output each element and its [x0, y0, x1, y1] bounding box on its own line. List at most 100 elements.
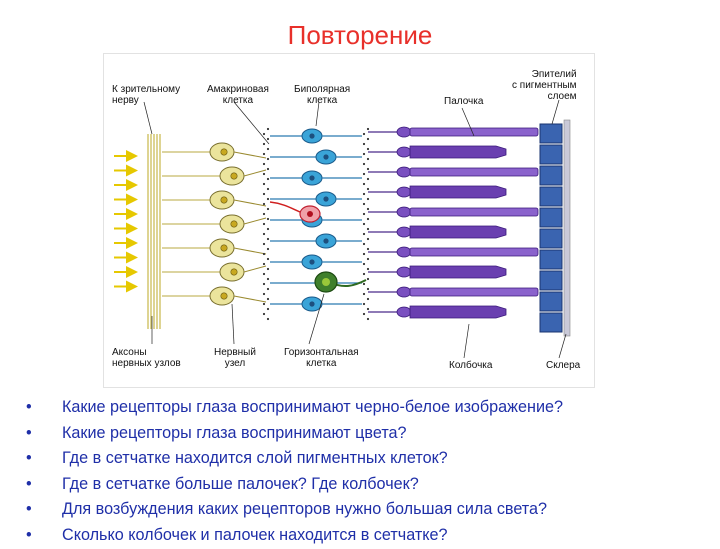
- synapse-dot: [362, 152, 366, 156]
- cone-segment: [409, 225, 507, 239]
- synapse-dot: [266, 257, 270, 261]
- synapse-dot: [362, 142, 366, 146]
- synapse-dot: [366, 147, 370, 151]
- question-text: Какие рецепторы глаза воспринимают цвета…: [62, 423, 407, 442]
- question-text: Где в сетчатке находится слой пигментных…: [62, 449, 448, 468]
- ganglion-dendrite: [243, 265, 267, 273]
- ganglion-nucleus: [230, 268, 238, 276]
- synapse-dot: [266, 127, 270, 131]
- label-pointer-line: [551, 99, 560, 125]
- synapse-dot: [366, 247, 370, 251]
- synapse-dot: [262, 312, 266, 316]
- question-item: •Где в сетчатке больше палочек? Где колб…: [24, 472, 704, 498]
- pigment-cell: [539, 186, 563, 207]
- question-text: Для возбуждения каких рецепторов нужно б…: [62, 500, 548, 519]
- synapse-dot: [362, 202, 366, 206]
- light-arrows: [114, 150, 138, 293]
- ganglion-cell-layer: [162, 142, 267, 306]
- synapse-dot: [362, 312, 366, 316]
- pigment-cell: [539, 312, 563, 333]
- cone-segment: [409, 145, 507, 159]
- bullet: •: [26, 474, 32, 493]
- synapse-dot: [362, 192, 366, 196]
- sclera-layer: [563, 119, 571, 337]
- synapse-dot: [262, 222, 266, 226]
- pigment-cell: [539, 291, 563, 312]
- synapse-dot: [266, 137, 270, 141]
- pigment-cell: [539, 207, 563, 228]
- label-pointer-line: [231, 303, 235, 345]
- rod-nucleus: [396, 286, 412, 298]
- ganglion-dendrite: [233, 295, 267, 303]
- bipolar-nucleus: [323, 154, 329, 160]
- ganglion-nucleus: [230, 172, 238, 180]
- ganglion-nucleus: [230, 220, 238, 228]
- bipolar-nucleus: [323, 196, 329, 202]
- synapse-dot: [366, 267, 370, 271]
- synapse-dot: [366, 217, 370, 221]
- ganglion-nucleus: [220, 196, 228, 204]
- synapse-dot: [362, 302, 366, 306]
- synapse-dot: [366, 137, 370, 141]
- bipolar-nucleus: [309, 133, 315, 139]
- ganglion-dendrite: [233, 247, 267, 255]
- cone-segment: [409, 185, 507, 199]
- synapse-dot: [366, 177, 370, 181]
- synapse-dot: [366, 207, 370, 211]
- horizontal-nucleus: [322, 278, 330, 286]
- plexiform-layers: [262, 127, 370, 321]
- label-sclera: Склера: [546, 360, 581, 371]
- rod-nucleus: [396, 246, 412, 258]
- question-item: • Сколько колбочек и палочек находится в …: [24, 523, 704, 549]
- ganglion-nucleus: [220, 292, 228, 300]
- synapse-dot: [362, 182, 366, 186]
- cone-segment: [409, 305, 507, 319]
- photoreceptor-layer: [368, 126, 539, 319]
- synapse-dot: [266, 227, 270, 231]
- synapse-dot: [362, 242, 366, 246]
- retina-illustration: [114, 99, 571, 359]
- synapse-dot: [262, 142, 266, 146]
- question-item: •Где в сетчатке находится слой пигментны…: [24, 446, 704, 472]
- synapse-dot: [266, 207, 270, 211]
- bipolar-nucleus: [309, 175, 315, 181]
- ganglion-dendrite: [233, 151, 267, 159]
- synapse-dot: [366, 237, 370, 241]
- synapse-dot: [262, 172, 266, 176]
- synapse-dot: [366, 227, 370, 231]
- synapse-dot: [366, 157, 370, 161]
- question-list: •Какие рецепторы глаза воспринимают черн…: [24, 395, 704, 549]
- synapse-dot: [266, 167, 270, 171]
- synapse-dot: [262, 262, 266, 266]
- synapse-dot: [366, 127, 370, 131]
- bullet: •: [26, 500, 32, 519]
- question-item: •Какие рецепторы глаза воспринимают черн…: [24, 395, 704, 421]
- synapse-dot: [262, 202, 266, 206]
- synapse-dot: [262, 242, 266, 246]
- cone-nucleus: [396, 306, 412, 318]
- synapse-dot: [366, 187, 370, 191]
- ganglion-dendrite: [233, 199, 267, 207]
- amacrine-horizontal-cells: [269, 201, 367, 293]
- page-title: Повторение: [287, 20, 433, 50]
- cone-nucleus: [396, 266, 412, 278]
- synapse-dot: [362, 222, 366, 226]
- synapse-dot: [262, 212, 266, 216]
- rod-segment: [409, 167, 539, 177]
- synapse-dot: [266, 237, 270, 241]
- synapse-dot: [266, 267, 270, 271]
- synapse-dot: [262, 192, 266, 196]
- bullet: •: [26, 525, 32, 544]
- cone-nucleus: [396, 186, 412, 198]
- question-text: Сколько колбочек и палочек находится в с…: [62, 525, 448, 544]
- question-item: •Какие рецепторы глаза воспринимают цвет…: [24, 421, 704, 447]
- synapse-dot: [262, 132, 266, 136]
- synapse-dot: [262, 162, 266, 166]
- pigment-cell: [539, 144, 563, 165]
- rod-segment: [409, 247, 539, 257]
- amacrine-nucleus: [307, 211, 313, 217]
